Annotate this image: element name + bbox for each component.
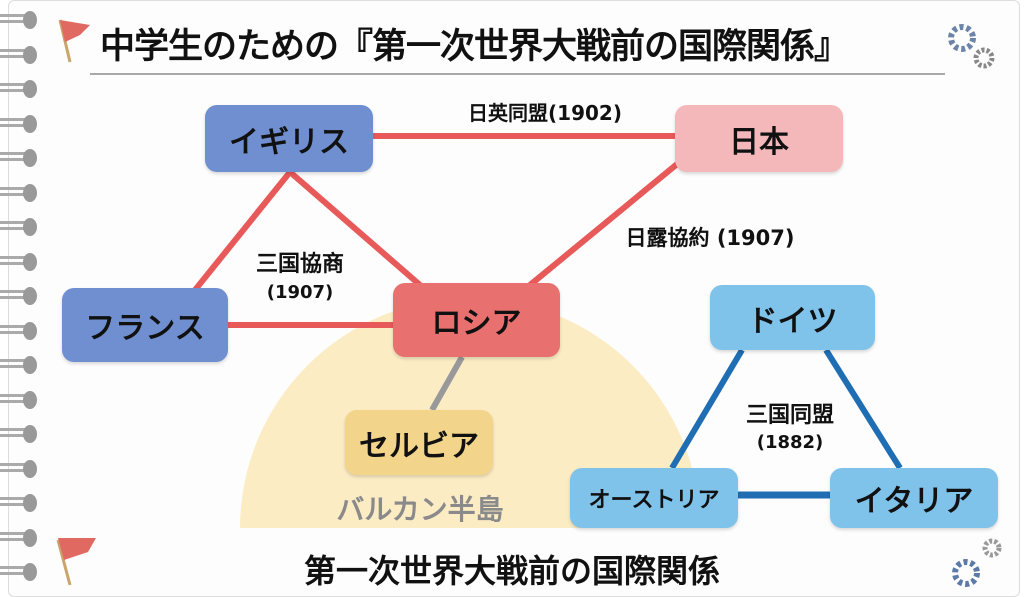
binding-ring bbox=[0, 217, 40, 237]
binding-ring bbox=[0, 148, 40, 168]
label-triple-alliance-year: (1882) bbox=[756, 432, 824, 453]
node-austria: オーストリア bbox=[570, 468, 738, 528]
binding-ring bbox=[0, 424, 40, 444]
node-france: フランス bbox=[62, 288, 228, 362]
line-uk-france bbox=[192, 170, 293, 292]
label-russo-japanese: 日露協約 (1907) bbox=[625, 226, 795, 250]
flag-icon-bottom bbox=[56, 538, 96, 586]
label-triple-entente: 三国協商 bbox=[255, 252, 344, 277]
bottom-title: 第一次世界大戦前の国際関係 bbox=[303, 552, 720, 590]
binding-ring bbox=[0, 114, 40, 134]
binding-ring bbox=[0, 10, 40, 30]
binding-ring bbox=[0, 321, 40, 341]
node-italy: イタリア bbox=[830, 468, 998, 528]
label-triple-entente-year: (1907) bbox=[266, 282, 334, 303]
binding-ring bbox=[0, 528, 40, 548]
flag-icon-top bbox=[58, 19, 90, 63]
node-serbia: セルビア bbox=[345, 410, 493, 475]
line-germany-italy bbox=[823, 348, 903, 470]
binding-ring bbox=[0, 252, 40, 272]
binding-ring bbox=[0, 459, 40, 479]
gear-icon-top bbox=[948, 24, 995, 69]
binding-ring bbox=[0, 562, 40, 582]
binding-ring bbox=[0, 493, 40, 513]
binding-ring bbox=[0, 183, 40, 203]
line-germany-austria bbox=[669, 348, 745, 470]
binding-ring bbox=[0, 390, 40, 410]
binding-ring bbox=[0, 286, 40, 306]
node-japan: 日本 bbox=[675, 105, 843, 172]
binding-ring bbox=[0, 45, 40, 65]
line-russia-japan bbox=[528, 157, 684, 288]
node-russia: ロシア bbox=[393, 283, 560, 357]
label-anglo-japanese: 日英同盟(1902) bbox=[468, 101, 622, 125]
binding-ring bbox=[0, 355, 40, 375]
node-uk: イギリス bbox=[205, 105, 373, 172]
title-divider bbox=[90, 73, 945, 75]
page-title: 中学生のための『第一次世界大戦前の国際関係』 bbox=[100, 27, 849, 67]
line-russia-serbia bbox=[429, 355, 465, 412]
line-uk-russia bbox=[288, 169, 422, 288]
binding-ring bbox=[0, 79, 40, 99]
gear-icon-bottom bbox=[952, 538, 1002, 587]
label-balkan: バルカン半島 bbox=[336, 493, 504, 526]
node-germany: ドイツ bbox=[710, 285, 875, 350]
label-triple-alliance: 三国同盟 bbox=[745, 403, 834, 428]
